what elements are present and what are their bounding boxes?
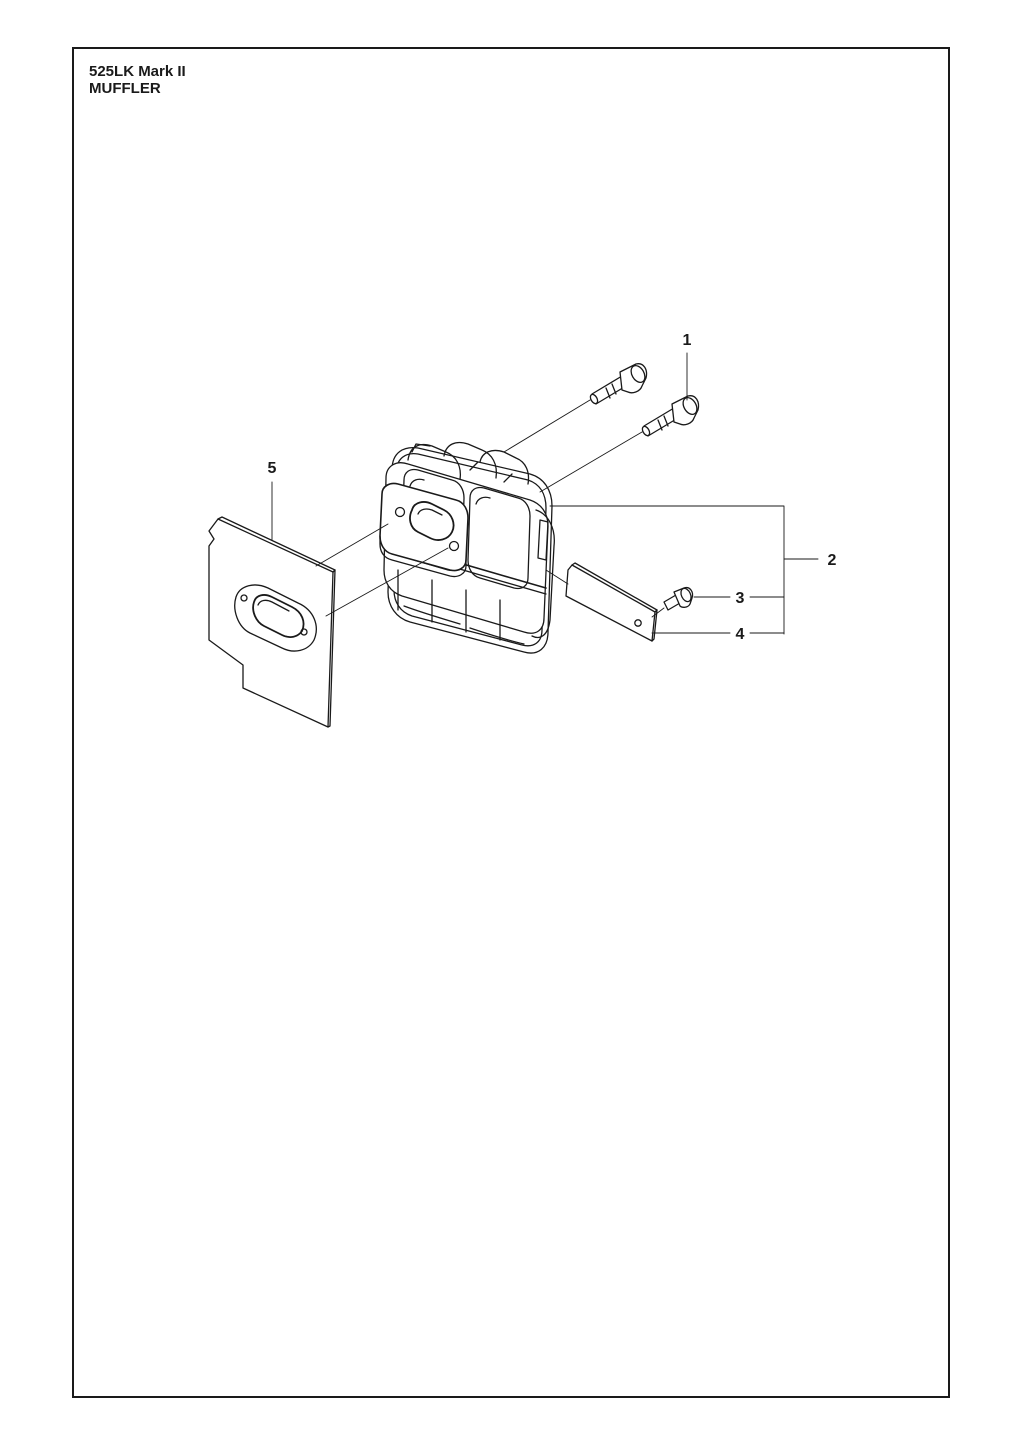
callout-1: 1 bbox=[683, 332, 692, 349]
callout-leaders bbox=[271, 352, 819, 635]
callout-4: 4 bbox=[736, 626, 745, 643]
muffler-body bbox=[379, 441, 555, 654]
screw bbox=[663, 586, 694, 611]
callout-5: 5 bbox=[268, 460, 277, 477]
bolt-upper bbox=[589, 363, 648, 405]
callout-2: 2 bbox=[828, 552, 837, 569]
model-name: 525LK Mark II bbox=[89, 63, 186, 80]
page-frame bbox=[72, 47, 950, 1398]
section-name: MUFFLER bbox=[89, 80, 161, 97]
gasket-plate bbox=[208, 516, 336, 728]
deflector-plate bbox=[565, 562, 658, 642]
callout-3: 3 bbox=[736, 590, 745, 607]
assembly-lines bbox=[315, 399, 665, 618]
bolt-lower bbox=[641, 395, 700, 437]
page-title: 525LK Mark II MUFFLER bbox=[89, 63, 186, 97]
